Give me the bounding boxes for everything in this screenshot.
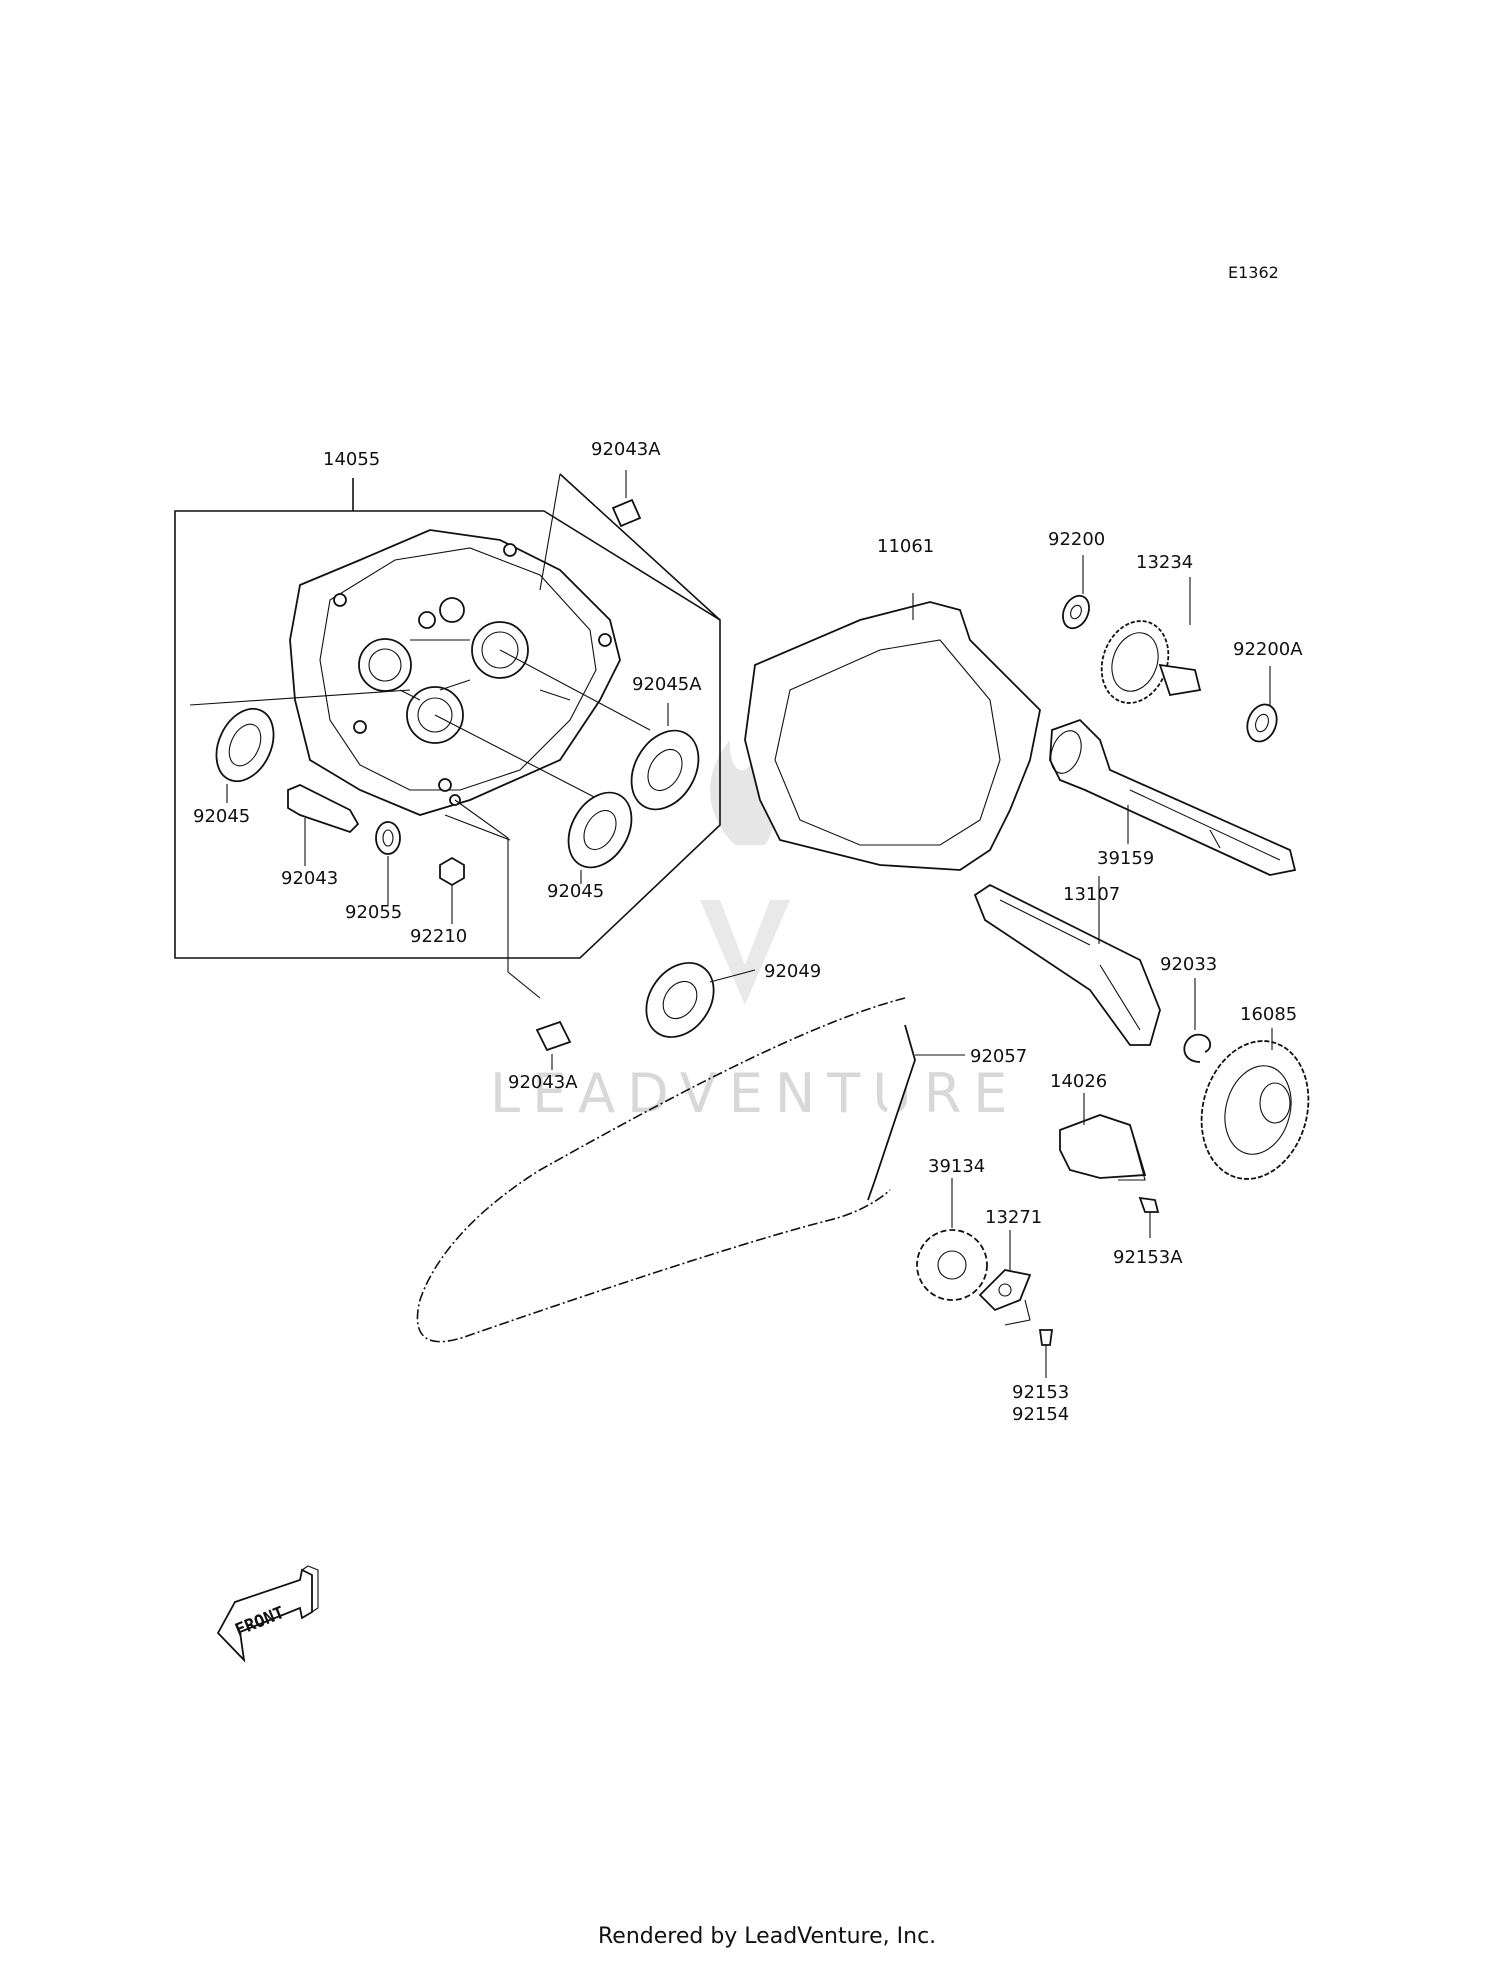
diagram-code: E1362	[1228, 263, 1279, 282]
circlip-92033	[1183, 978, 1212, 1063]
bearing-92045-left	[215, 707, 275, 783]
label-92045-left: 92045	[193, 806, 250, 827]
label-92200: 92200	[1048, 529, 1105, 550]
chain-92057	[416, 997, 965, 1343]
label-92045A: 92045A	[632, 674, 702, 695]
label-92043A-top: 92043A	[591, 439, 661, 460]
watermark-flame-logo	[710, 740, 775, 845]
label-39159: 39159	[1097, 848, 1154, 869]
label-39134: 39134	[928, 1156, 985, 1177]
label-92043: 92043	[281, 868, 338, 889]
stud-bolt-92043	[287, 784, 360, 834]
case-cover	[289, 529, 621, 816]
label-16085: 16085	[1240, 1004, 1297, 1025]
label-92043A-bottom: 92043A	[508, 1072, 578, 1093]
label-92057: 92057	[970, 1046, 1027, 1067]
dowel-92043A-bottom	[535, 1020, 572, 1052]
shaft-39159	[1049, 718, 1297, 876]
label-92055: 92055	[345, 902, 402, 923]
label-92200A: 92200A	[1233, 639, 1303, 660]
watermark-v-logo	[700, 900, 790, 1005]
label-92153A: 92153A	[1113, 1247, 1183, 1268]
case-assembly-group	[174, 470, 721, 1070]
nut-92210	[439, 856, 465, 887]
washer-92200	[1062, 555, 1090, 630]
bolt-92153	[1038, 1329, 1054, 1378]
bearing-92045-right	[567, 791, 633, 869]
part-labels: 14055 92043A 11061 92200 13234 92200A 92…	[193, 439, 1303, 1425]
label-92154: 92154	[1012, 1404, 1069, 1425]
label-92033: 92033	[1160, 954, 1217, 975]
bearing-92049	[645, 962, 756, 1038]
plate-13271	[978, 1230, 1032, 1326]
front-direction-arrow: FRONT	[216, 1565, 319, 1663]
label-14026: 14026	[1050, 1071, 1107, 1092]
dowel-92043A-top	[611, 498, 642, 528]
sprocket-39134	[916, 1178, 988, 1301]
washer-92055	[375, 821, 401, 855]
cover-14026	[1059, 1093, 1147, 1181]
watermark: LEADVENTURE	[490, 740, 1019, 1125]
gasket-11061	[744, 593, 1041, 871]
label-92153: 92153	[1012, 1382, 1069, 1403]
label-92049: 92049	[764, 961, 821, 982]
bolt-92153A	[1138, 1196, 1160, 1238]
bearing-92045A	[630, 729, 700, 811]
washer-92200A	[1246, 666, 1278, 743]
watermark-text: LEADVENTURE	[490, 1062, 1019, 1125]
gear-13234	[1100, 577, 1202, 704]
gear-16085	[1200, 1028, 1310, 1180]
label-92045-right: 92045	[547, 881, 604, 902]
label-11061: 11061	[877, 536, 934, 557]
label-13234: 13234	[1136, 552, 1193, 573]
label-13271: 13271	[985, 1207, 1042, 1228]
footer-credit: Rendered by LeadVenture, Inc.	[598, 1924, 936, 1949]
label-13107: 13107	[1063, 884, 1120, 905]
label-14055: 14055	[323, 449, 380, 470]
label-92210: 92210	[410, 926, 467, 947]
shaft-13107	[973, 876, 1161, 1046]
